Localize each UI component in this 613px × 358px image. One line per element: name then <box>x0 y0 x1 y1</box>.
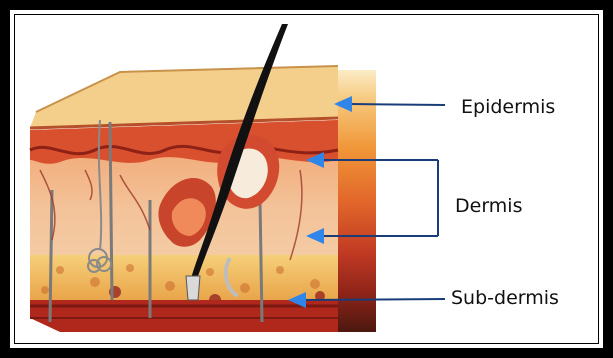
sub-dermis-layer <box>30 255 338 300</box>
sub-dermis-label: Sub-dermis <box>451 287 559 309</box>
epidermis-arrow <box>334 96 445 112</box>
epidermis-label: Epidermis <box>461 96 555 118</box>
dermis-label: Dermis <box>455 195 522 217</box>
layer-color-strip <box>338 70 376 332</box>
